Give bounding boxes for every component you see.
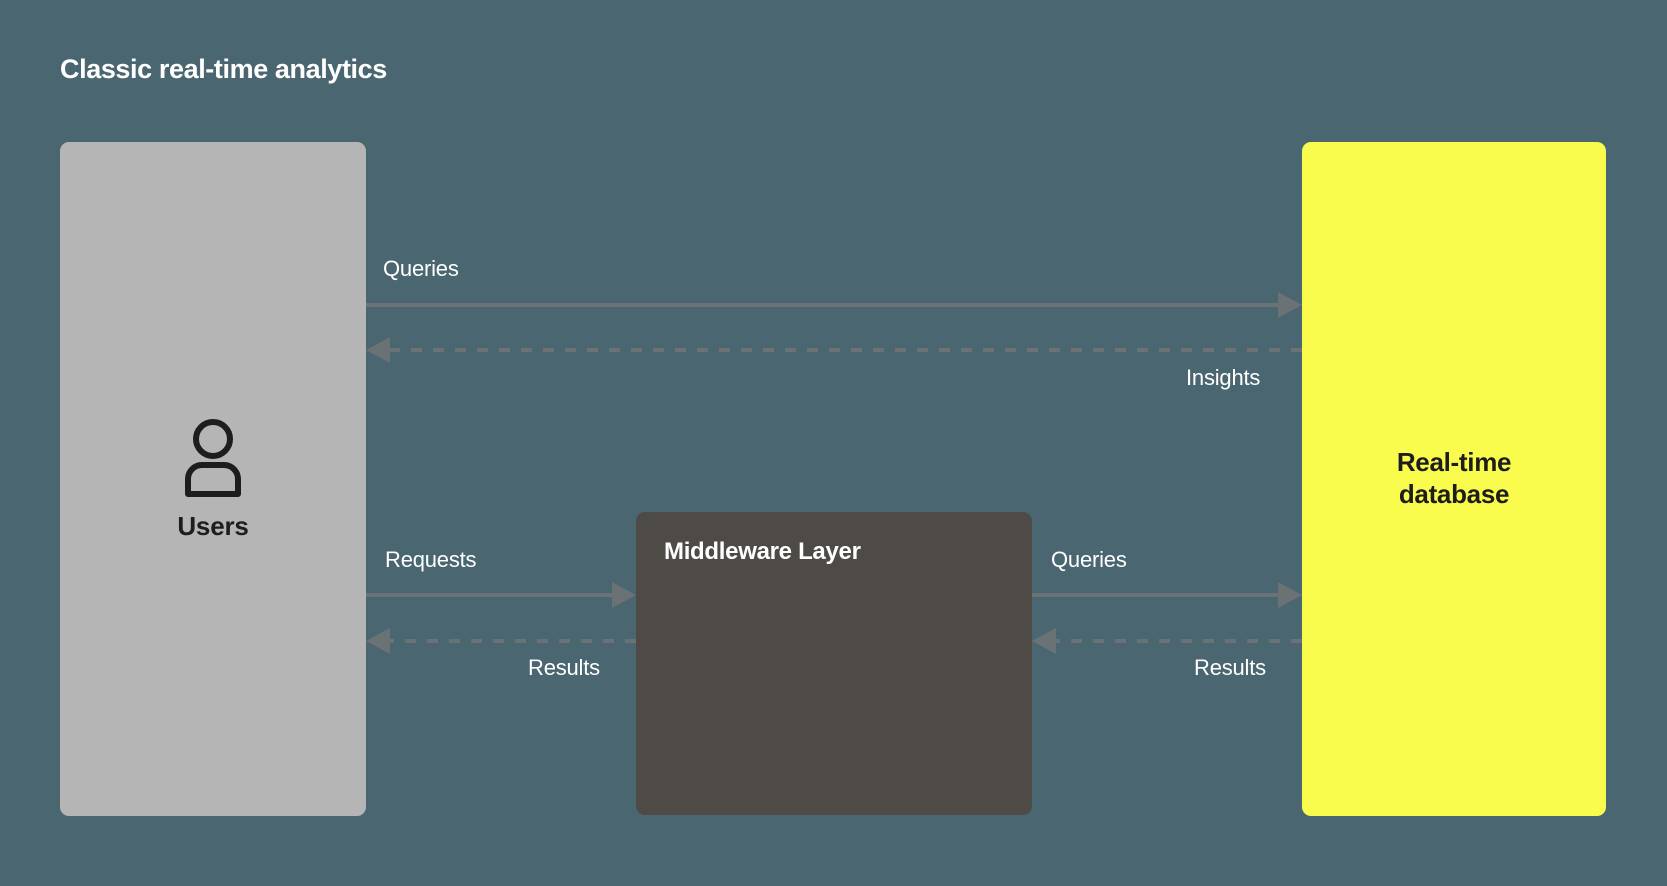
edge-database-to-middleware-results xyxy=(1032,628,1302,654)
arrowhead-right-icon xyxy=(612,582,636,608)
node-users[interactable]: Users xyxy=(60,142,366,816)
page-title: Classic real-time analytics xyxy=(60,54,387,84)
node-database[interactable]: Real-time database xyxy=(1302,142,1606,816)
edge-middleware-to-database-queries xyxy=(1032,582,1302,608)
node-database-content: Real-time database xyxy=(1302,142,1606,816)
node-database-label: Real-time database xyxy=(1396,447,1512,510)
edge-label-queries-bottom: Queries xyxy=(1051,547,1127,572)
node-users-label: Users xyxy=(177,510,249,541)
edge-label-results-right: Results xyxy=(1194,655,1266,680)
edge-label-results-left: Results xyxy=(528,655,600,680)
person-icon xyxy=(185,418,241,497)
edge-label-requests: Requests xyxy=(385,547,477,572)
node-database-label-line1: Real-time xyxy=(1396,447,1512,478)
edge-database-to-users-insights xyxy=(366,337,1302,363)
arrowhead-left-icon xyxy=(1032,628,1056,654)
arrowhead-left-icon xyxy=(366,337,390,363)
node-middleware[interactable]: Middleware Layer xyxy=(636,512,1032,815)
edge-label-insights: Insights xyxy=(1186,365,1261,390)
edge-users-to-database-queries xyxy=(366,292,1302,318)
arrowhead-left-icon xyxy=(366,628,390,654)
arrowhead-right-icon xyxy=(1278,292,1302,318)
edge-users-to-middleware-requests xyxy=(366,582,636,608)
arrowhead-right-icon xyxy=(1278,582,1302,608)
node-users-content: Users xyxy=(60,142,366,816)
node-middleware-label: Middleware Layer xyxy=(664,538,861,565)
node-database-label-line2: database xyxy=(1398,479,1510,509)
edge-middleware-to-users-results xyxy=(366,628,636,654)
edge-label-queries-top: Queries xyxy=(383,256,459,281)
